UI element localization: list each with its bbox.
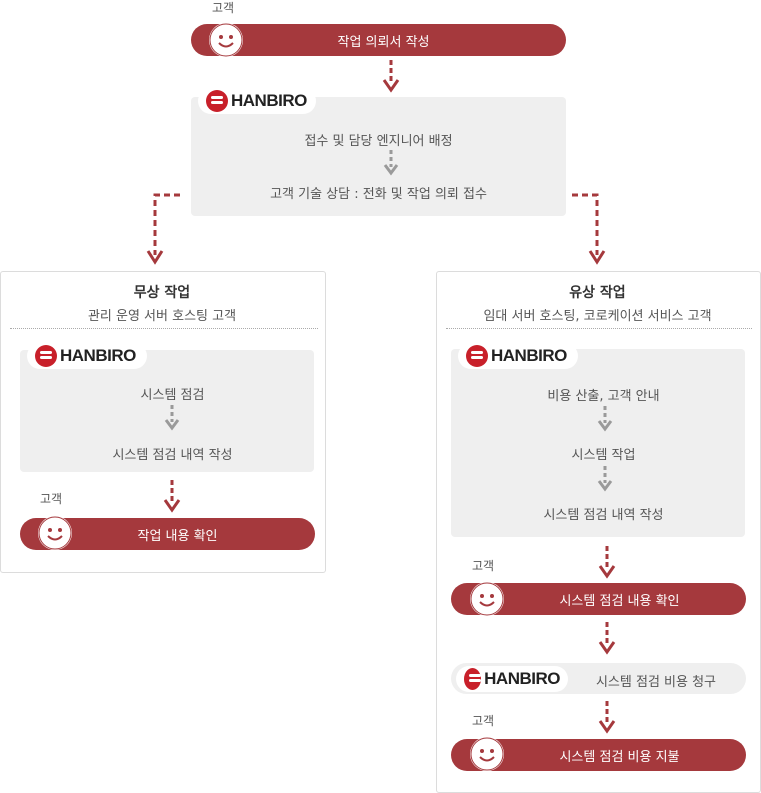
customer-label: 고객 [212, 1, 235, 15]
paid-confirm-label: 시스템 점검 내용 확인 [559, 593, 680, 609]
arrow-down-icon [598, 546, 616, 579]
arrow-down-grey-icon [597, 466, 613, 492]
paid-divider [446, 328, 752, 329]
hanbiro-wordmark: HANBIRO [60, 346, 136, 365]
top-step1: 접수 및 담당 엔지니어 배정 [304, 134, 453, 149]
free-process-panel [20, 350, 314, 472]
customer-face-icon [470, 737, 504, 771]
hanbiro-mark-icon [35, 345, 57, 367]
top-process-panel [191, 97, 566, 216]
customer-face-icon [470, 582, 504, 616]
free-subtitle: 관리 운영 서버 호스팅 고객 [87, 309, 237, 324]
hanbiro-wordmark: HANBIRO [491, 346, 567, 365]
arrow-down-icon [598, 622, 616, 655]
paid-step1: 비용 산출, 고객 안내 [547, 389, 660, 404]
free-title: 무상 작업 [133, 285, 191, 301]
branch-right-arrow-icon [572, 193, 606, 265]
free-divider [10, 328, 318, 329]
hanbiro-wordmark: HANBIRO [484, 669, 560, 688]
request-label: 작업 의뢰서 작성 [337, 34, 430, 50]
hanbiro-logo: HANBIRO [27, 343, 147, 369]
free-step1: 시스템 점검 [140, 388, 205, 403]
customer-label: 고객 [40, 492, 63, 506]
top-step2: 고객 기술 상담 : 전화 및 작업 의뢰 접수 [270, 187, 487, 202]
paid-billing-label: 시스템 점검 비용 청구 [595, 675, 717, 690]
free-step2: 시스템 점검 내역 작성 [112, 448, 233, 463]
paid-process-panel [451, 349, 745, 537]
request-pill: 작업 의뢰서 작성 [191, 24, 566, 56]
customer-face-icon [209, 23, 243, 57]
hanbiro-logo: HANBIRO [458, 343, 578, 369]
paid-subtitle: 임대 서버 호스팅, 코로케이션 서비스 고객 [483, 309, 712, 324]
arrow-down-grey-icon [164, 405, 180, 431]
hanbiro-mark-icon [464, 668, 482, 690]
paid-step2: 시스템 작업 [571, 448, 636, 463]
hanbiro-mark-icon [466, 345, 488, 367]
branch-left-arrow-icon [146, 193, 180, 265]
paid-payment-label: 시스템 점검 비용 지불 [559, 749, 680, 765]
arrow-down-grey-icon [597, 406, 613, 432]
customer-label: 고객 [472, 714, 495, 728]
customer-face-icon [38, 516, 72, 550]
hanbiro-logo: HANBIRO [456, 666, 568, 692]
arrow-down-icon [382, 60, 400, 93]
customer-label: 고객 [472, 559, 495, 573]
hanbiro-mark-icon [206, 90, 228, 112]
hanbiro-wordmark: HANBIRO [231, 91, 307, 110]
paid-title: 유상 작업 [569, 285, 626, 301]
arrow-down-icon [598, 701, 616, 734]
hanbiro-logo: HANBIRO [198, 88, 316, 114]
arrow-down-icon [163, 480, 181, 513]
arrow-down-grey-icon [383, 150, 399, 176]
free-confirm-label: 작업 내용 확인 [137, 528, 218, 544]
paid-step3: 시스템 점검 내역 작성 [543, 508, 664, 523]
